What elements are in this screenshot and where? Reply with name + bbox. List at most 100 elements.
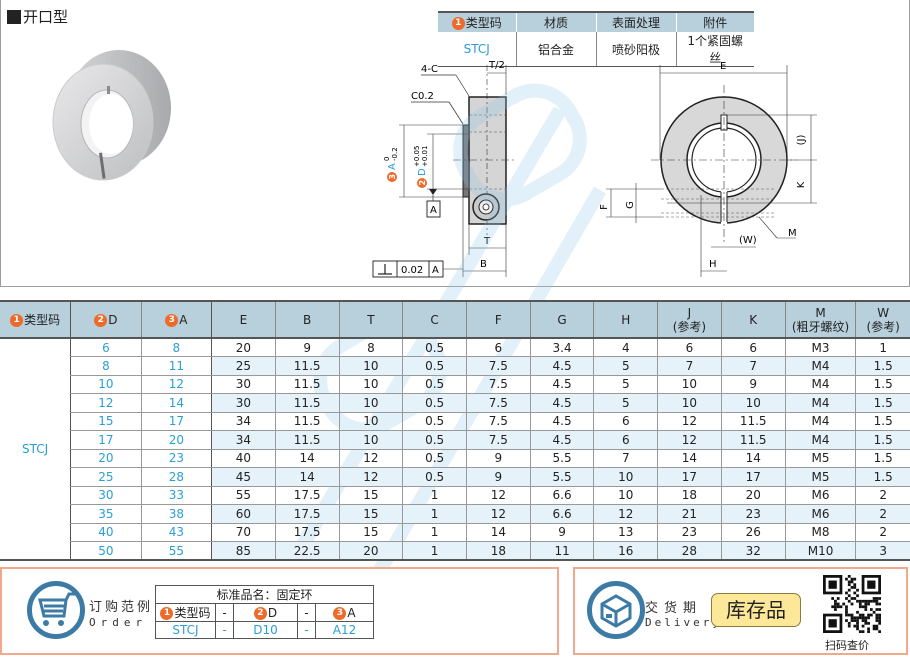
- label-m: M: [788, 228, 797, 239]
- table-cell: 11.5: [274, 412, 340, 431]
- table-cell: 0.5: [402, 393, 467, 413]
- column-header-label: M: [815, 305, 826, 320]
- table-cell: 1: [402, 486, 467, 505]
- datum-a: A: [430, 205, 437, 216]
- table-cell: M6: [784, 504, 856, 524]
- table-cell: 0.5: [402, 338, 467, 357]
- table-cell: 17: [140, 412, 212, 431]
- order-value-a: A12: [315, 621, 374, 639]
- table-cell: M5: [784, 467, 856, 487]
- table-cell: 11.5: [720, 412, 786, 431]
- table-cell: 12: [657, 412, 722, 431]
- order-value-type: STCJ: [155, 621, 216, 639]
- table-cell: 3: [855, 541, 910, 561]
- table-cell: 21: [657, 504, 722, 524]
- badge-1: 1: [10, 313, 24, 327]
- column-header-label: A: [179, 312, 188, 327]
- table-cell: 43: [140, 523, 212, 542]
- table-cell: 12: [593, 504, 658, 524]
- table-cell: 30: [70, 486, 142, 505]
- table-cell: 0.5: [402, 449, 467, 468]
- table-cell: 9: [720, 375, 786, 394]
- table-cell: 11.5: [274, 393, 340, 413]
- table-cell: 10: [657, 393, 722, 413]
- table-cell: 20: [140, 430, 212, 450]
- table-cell: M5: [784, 449, 856, 468]
- table-cell: M4: [784, 412, 856, 431]
- table-cell: 20: [211, 338, 276, 357]
- table-cell: 28: [140, 467, 212, 487]
- spec-type-code: STCJ: [438, 32, 516, 67]
- table-cell: 12: [70, 393, 142, 413]
- table-cell: 20: [70, 449, 142, 468]
- table-cell: 15: [338, 523, 403, 542]
- table-cell: 6.6: [529, 504, 594, 524]
- table-cell: 7.5: [465, 375, 531, 394]
- order-value-sep: -: [297, 621, 316, 639]
- qr-code-icon[interactable]: [823, 575, 881, 633]
- table-cell: 5: [593, 375, 658, 394]
- column-header: C: [402, 300, 467, 339]
- table-cell: 17.5: [274, 504, 340, 524]
- order-value-sep: -: [215, 621, 234, 639]
- table-cell: 14: [657, 449, 722, 468]
- badge-2: 2: [94, 313, 108, 327]
- table-cell: 40: [70, 523, 142, 542]
- table-cell: 55: [140, 541, 212, 561]
- table-cell: M4: [784, 393, 856, 413]
- table-cell: 2: [855, 504, 910, 524]
- shopping-cart-icon: [27, 581, 85, 639]
- order-header-d: D: [267, 605, 278, 620]
- svg-text:+0.01: +0.01: [421, 146, 429, 167]
- order-title-cn: 订购范例: [89, 600, 154, 615]
- column-header-note: (参考): [866, 319, 900, 334]
- spec-header-accessory: 附件: [675, 11, 754, 32]
- spec-material: 铝合金: [515, 32, 596, 67]
- in-stock-badge[interactable]: 库存品: [711, 593, 801, 627]
- table-cell: 8: [70, 356, 142, 376]
- table-cell: 14: [140, 393, 212, 413]
- table-cell: 1.5: [855, 430, 910, 450]
- label-k: K: [796, 181, 807, 188]
- table-cell: 34: [211, 412, 276, 431]
- qr-label: 扫码查价: [825, 639, 869, 652]
- table-cell: 2: [855, 523, 910, 542]
- column-header: J(参考): [657, 300, 722, 339]
- column-header: F: [465, 300, 531, 339]
- table-cell: 9: [465, 467, 531, 487]
- table-cell: 11.5: [274, 356, 340, 376]
- column-header: W(参考): [855, 300, 910, 339]
- table-cell: 9: [465, 449, 531, 468]
- product-image: [52, 50, 171, 181]
- label-a-side: A: [387, 163, 398, 170]
- table-cell: 17: [657, 467, 722, 487]
- column-header: B: [274, 300, 340, 339]
- table-cell: 18: [465, 541, 531, 561]
- section-title-text: 开口型: [23, 8, 69, 26]
- svg-text:+0.05: +0.05: [413, 146, 421, 167]
- column-header: T: [338, 300, 403, 339]
- table-cell: 2: [855, 486, 910, 505]
- table-cell: 11: [529, 541, 594, 561]
- table-cell: 70: [211, 523, 276, 542]
- table-cell: 17.5: [274, 523, 340, 542]
- table-cell: 15: [338, 486, 403, 505]
- column-header-label: K: [749, 312, 758, 327]
- table-cell: 7.5: [465, 356, 531, 376]
- label-f: F: [599, 204, 610, 210]
- column-header-note: (参考): [672, 319, 707, 334]
- table-cell: 18: [657, 486, 722, 505]
- order-std-name: 标准品名：固定环: [155, 585, 374, 604]
- table-cell: 9: [529, 523, 594, 542]
